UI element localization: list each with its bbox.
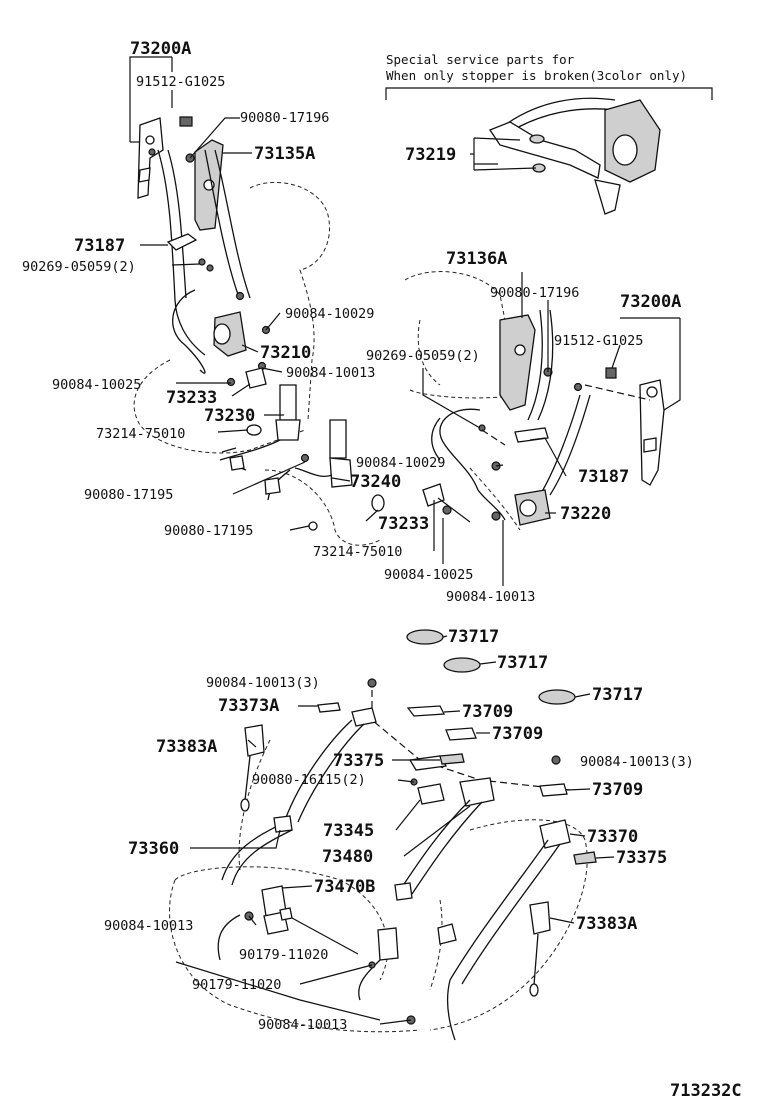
label-73375-b: 73375 <box>616 848 667 868</box>
label-73717-a: 73717 <box>448 627 499 647</box>
part-labels: 73200A 91512-G1025 90080-17196 73135A 73… <box>22 39 742 1101</box>
label-73187-right: 73187 <box>578 467 629 487</box>
leader-lines <box>129 56 681 1025</box>
label-73233-center: 73233 <box>378 514 429 534</box>
label-90179-11020-b: 90179-11020 <box>192 977 281 993</box>
front-seat-outlines <box>133 181 521 546</box>
label-90084-10025-left: 90084-10025 <box>52 377 141 393</box>
label-90080-17195-lower: 90080-17195 <box>164 523 253 539</box>
label-73383a-right: 73383A <box>576 914 637 934</box>
label-73220: 73220 <box>560 504 611 524</box>
figure-code: 713232C <box>670 1081 742 1101</box>
label-73360: 73360 <box>128 839 179 859</box>
label-73219: 73219 <box>405 145 456 165</box>
label-73717-b: 73717 <box>497 653 548 673</box>
label-73345: 73345 <box>323 821 374 841</box>
label-90080-16115: 90080-16115(2) <box>252 772 366 788</box>
label-73233-left: 73233 <box>166 388 217 408</box>
label-90084-10025-center: 90084-10025 <box>384 567 473 583</box>
label-73709-a: 73709 <box>462 702 513 722</box>
label-73187-left: 73187 <box>74 236 125 256</box>
label-90269-05059-right: 90269-05059(2) <box>366 348 480 364</box>
label-90080-17196-left: 90080-17196 <box>240 110 329 126</box>
label-73214-75010-center: 73214-75010 <box>313 544 402 560</box>
label-90084-10029-left: 90084-10029 <box>285 306 374 322</box>
label-90084-10013-3-left: 90084-10013(3) <box>206 675 320 691</box>
stopper-service-parts <box>385 87 713 215</box>
label-73375-a: 73375 <box>333 751 384 771</box>
label-90084-10013-bottom: 90084-10013 <box>258 1017 347 1033</box>
label-73470b: 73470B <box>314 877 375 897</box>
label-73373a: 73373A <box>218 696 279 716</box>
label-90084-10013-rear-left: 90084-10013 <box>104 918 193 934</box>
label-73214-75010-left: 73214-75010 <box>96 426 185 442</box>
service-note-line2: When only stopper is broken(3color only) <box>386 68 687 83</box>
front-left-seatbelt-assembly <box>137 116 385 531</box>
label-73370: 73370 <box>587 827 638 847</box>
label-73709-c: 73709 <box>592 780 643 800</box>
label-90084-10013-3-right: 90084-10013(3) <box>580 754 694 770</box>
label-90084-10029-right: 90084-10029 <box>356 455 445 471</box>
label-91512-g1025-right: 91512-G1025 <box>554 333 643 349</box>
label-90080-17195-upper: 90080-17195 <box>84 487 173 503</box>
label-91512-g1025-left: 91512-G1025 <box>136 74 225 90</box>
label-73717-c: 73717 <box>592 685 643 705</box>
label-73200a-left: 73200A <box>130 39 191 59</box>
label-90080-17196-right: 90080-17196 <box>490 285 579 301</box>
label-73210: 73210 <box>260 343 311 363</box>
rear-seatbelt-assembly <box>217 629 597 1041</box>
label-73480: 73480 <box>322 847 373 867</box>
label-90269-05059-left: 90269-05059(2) <box>22 259 136 275</box>
label-73200a-right: 73200A <box>620 292 681 312</box>
label-73709-b: 73709 <box>492 724 543 744</box>
label-73135a: 73135A <box>254 144 315 164</box>
label-90084-10013-center: 90084-10013 <box>446 589 535 605</box>
label-73136a: 73136A <box>446 249 507 269</box>
label-90179-11020-a: 90179-11020 <box>239 947 328 963</box>
label-73240: 73240 <box>350 472 401 492</box>
label-73230: 73230 <box>204 406 255 426</box>
service-note-line1: Special service parts for <box>386 52 575 67</box>
label-90084-10013-left: 90084-10013 <box>286 365 375 381</box>
label-73383a-left: 73383A <box>156 737 217 757</box>
